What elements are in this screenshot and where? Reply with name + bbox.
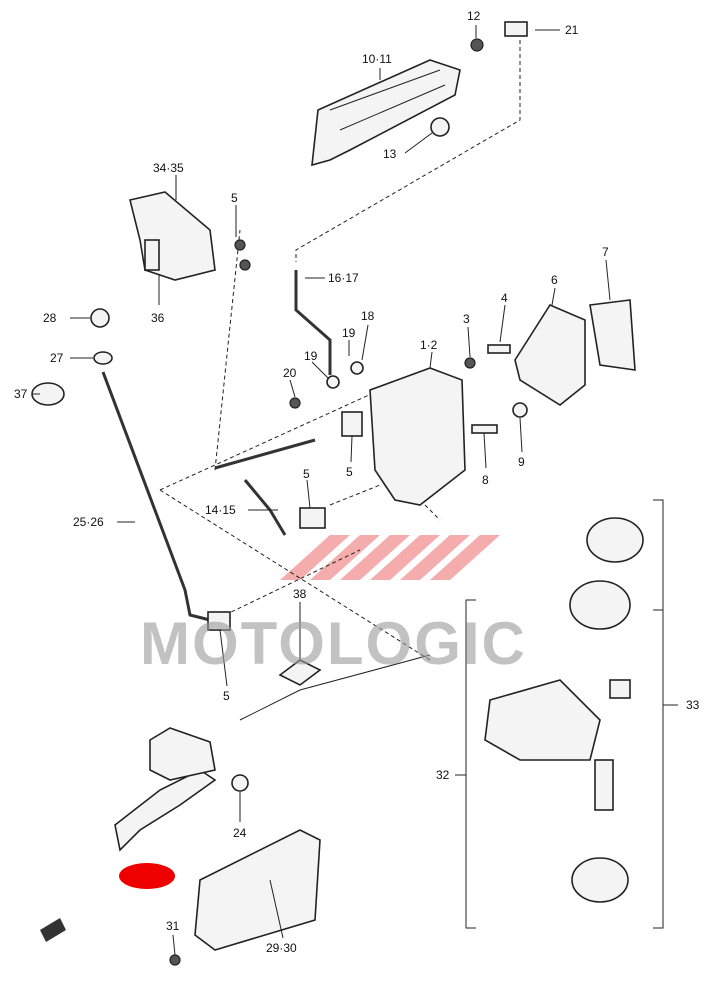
part-5b [341, 411, 363, 437]
label-4: 4 [501, 291, 508, 305]
rod-14-15 [214, 438, 316, 470]
part-31 [169, 954, 181, 966]
part-13 [430, 117, 450, 137]
front-arrow-icon [40, 918, 66, 942]
label-9: 9 [518, 455, 525, 469]
label-5a: 5 [231, 191, 238, 205]
label-29-30: 29·30 [266, 941, 297, 955]
label-20: 20 [283, 366, 297, 380]
part-3 [464, 357, 476, 369]
label-5c: 5 [303, 467, 310, 481]
label-19b: 19 [304, 349, 318, 363]
rod-16-17 [294, 270, 332, 375]
part-5d [207, 611, 231, 631]
label-6: 6 [551, 273, 558, 287]
label-27: 27 [50, 351, 64, 365]
rod-14-15b [243, 479, 287, 536]
label-10-11: 10·11 [362, 52, 392, 66]
bracket-33-ticks [653, 609, 678, 706]
bracket-33 [653, 499, 664, 929]
label-25-26: 25·26 [73, 515, 104, 529]
label-16-17: 16·17 [328, 271, 359, 285]
guide-lines [159, 40, 521, 661]
escutcheon-part-29-30 [194, 829, 321, 951]
outside-handle-part [311, 59, 461, 167]
label-5b: 5 [346, 465, 353, 479]
label-14-15: 14·15 [205, 503, 236, 517]
label-8: 8 [482, 473, 489, 487]
rod-25-26 [101, 371, 211, 622]
label-5d: 5 [223, 689, 230, 703]
label-13: 13 [383, 147, 397, 161]
label-37: 37 [14, 387, 28, 401]
gasket-part-38 [278, 659, 322, 686]
part-19 [326, 375, 340, 389]
label-24: 24 [233, 826, 247, 840]
label-38: 38 [293, 587, 307, 601]
label-18: 18 [361, 309, 375, 323]
part-12 [470, 38, 484, 52]
label-19a: 19 [342, 326, 356, 340]
cylinder-part-34-35 [129, 191, 251, 281]
label-1-2: 1·2 [420, 338, 438, 352]
label-12: 12 [467, 9, 481, 23]
part-18 [350, 361, 364, 375]
shim-part-7 [589, 299, 636, 371]
label-7: 7 [602, 245, 609, 259]
leader-lines [32, 25, 611, 956]
part-21 [504, 21, 528, 37]
lock-part-1-2 [369, 367, 466, 506]
striker-part-6 [514, 303, 586, 406]
part-24 [231, 774, 249, 792]
part-5c [299, 507, 326, 529]
inside-handle-part [114, 769, 217, 852]
label-33: 33 [686, 698, 700, 712]
label-21: 21 [565, 23, 579, 37]
handle-bracket [149, 727, 216, 781]
label-31: 31 [166, 919, 180, 933]
watermark-text: MOTOLOGIC [140, 610, 527, 677]
part-4 [487, 344, 511, 354]
label-28: 28 [43, 311, 57, 325]
bracket-32 [465, 599, 476, 929]
label-3: 3 [463, 312, 470, 326]
part-28 [90, 308, 110, 328]
highlight-marker [119, 863, 175, 889]
label-34-35: 34·35 [153, 161, 184, 175]
part-8 [471, 424, 498, 434]
part-27 [93, 351, 113, 365]
watermark-logo-stripes [280, 535, 500, 580]
part-9 [512, 402, 528, 418]
label-36: 36 [151, 311, 165, 325]
cable [239, 654, 431, 721]
part-20 [289, 397, 301, 409]
key-cylinders [484, 517, 644, 903]
label-32: 32 [436, 768, 450, 782]
